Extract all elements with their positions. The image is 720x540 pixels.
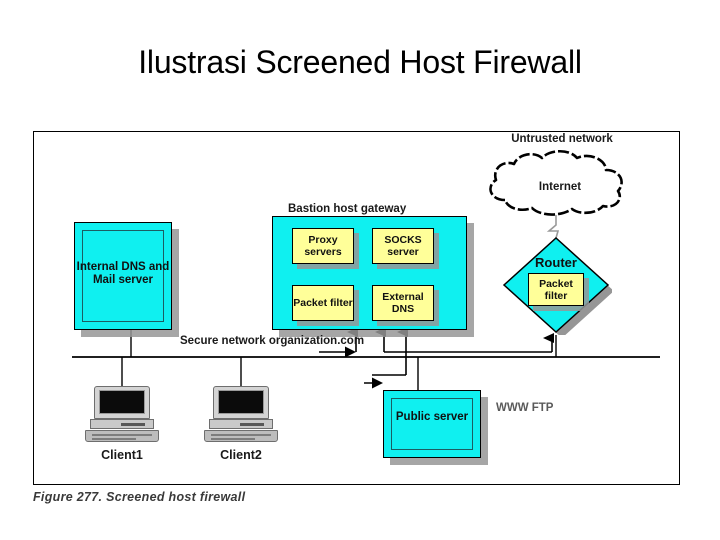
key-row: [211, 434, 271, 436]
bastion-service-label: Packet filter: [293, 297, 353, 309]
router-packet-filter-box[interactable]: Packet filter: [528, 273, 584, 306]
internet-cloud: Internet: [487, 157, 633, 221]
key-row: [92, 434, 152, 436]
client1-label: Client1: [101, 448, 143, 462]
cpu-icon: [209, 419, 273, 429]
monitor-icon: [94, 386, 150, 419]
internal-dns-mail-server-box[interactable]: Internal DNS and Mail server: [74, 222, 172, 330]
key-row: [92, 438, 136, 440]
figure-caption: Figure 277. Screened host firewall: [33, 490, 246, 504]
bastion-service-label: Proxy servers: [304, 234, 342, 258]
bastion-service-socks-server[interactable]: SOCKS server: [372, 228, 434, 264]
client1-computer-icon[interactable]: [85, 386, 159, 444]
screen-icon: [99, 390, 145, 414]
drive-slot-icon: [240, 423, 264, 426]
monitor-icon: [213, 386, 269, 419]
public-server-box[interactable]: Public server: [383, 390, 481, 458]
screen-icon: [218, 390, 264, 414]
public-server-label: Public server: [395, 411, 469, 423]
cpu-icon: [90, 419, 154, 429]
bastion-host-gateway-title: Bastion host gateway: [288, 203, 407, 215]
router-label: Router: [535, 255, 577, 270]
internal-server-inner-frame: [82, 230, 164, 322]
router-node[interactable]: Router Packet filter: [500, 235, 612, 335]
router-packet-filter-label: Packet filter: [539, 277, 573, 302]
bastion-service-packet-filter[interactable]: Packet filter: [292, 285, 354, 321]
public-server-inner-frame: [391, 398, 473, 450]
internet-cloud-label: Internet: [538, 181, 582, 193]
bastion-service-external-dns[interactable]: External DNS: [372, 285, 434, 321]
keyboard-icon: [85, 430, 159, 442]
drive-slot-icon: [121, 423, 145, 426]
bastion-service-label: External DNS: [382, 291, 424, 315]
client2-computer-icon[interactable]: [204, 386, 278, 444]
internal-dns-mail-server-label: Internal DNS and Mail server: [76, 261, 170, 286]
keyboard-icon: [204, 430, 278, 442]
untrusted-network-label: Untrusted network: [511, 133, 613, 145]
client2-label: Client2: [220, 448, 262, 462]
page-title: Ilustrasi Screened Host Firewall: [138, 44, 582, 80]
bastion-service-label: SOCKS server: [384, 234, 422, 258]
public-server-services-label: WWW FTP: [496, 402, 554, 414]
bastion-service-proxy-servers[interactable]: Proxy servers: [292, 228, 354, 264]
secure-network-label: Secure network organization.com: [180, 335, 365, 347]
key-row: [211, 438, 255, 440]
